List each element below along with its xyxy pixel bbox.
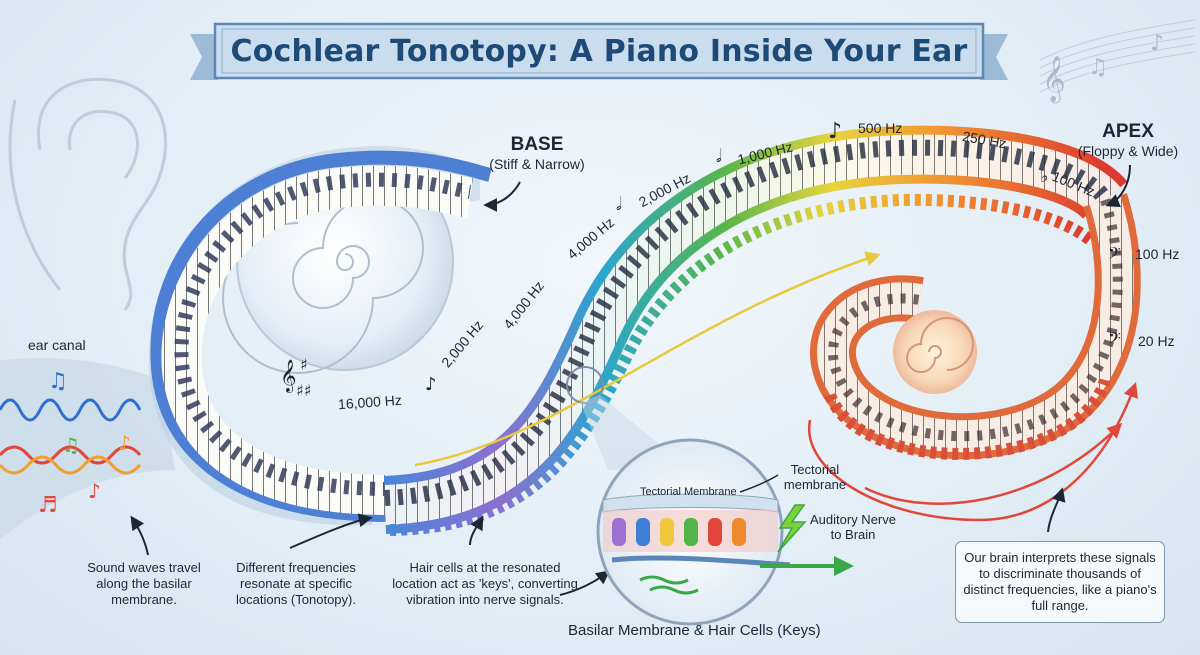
base-title: BASE (510, 134, 564, 155)
zoom-marker (566, 366, 604, 404)
treble-clef-icon: 𝄞 (280, 359, 297, 393)
apex-subtitle: (Floppy & Wide) (1077, 143, 1179, 159)
caption-pointer-arrow (469, 515, 484, 546)
base-subtitle: (Stiff & Narrow) (489, 156, 585, 172)
basilar-keyboard (149, 125, 1141, 536)
music-note-icon: ♬ (38, 493, 58, 518)
auditory-nerve-label: Auditory Nerve to Brain (810, 512, 896, 542)
tectorial-membrane-inner-label: Tectorial Membrane (640, 486, 737, 498)
sound-wave-icon (0, 398, 142, 475)
bass-clef-icon: 𝄢 (1108, 243, 1121, 267)
sharp-icon: ♯♯ (296, 381, 311, 400)
caption-tonotopy: Different frequencies resonate at specif… (236, 560, 356, 607)
title-banner (190, 22, 1008, 80)
music-note-icon: ♪ (425, 374, 437, 395)
page-title: Cochlear Tonotopy: A Piano Inside Your E… (230, 33, 968, 69)
inset-caption: Basilar Membrane & Hair Cells (Keys) (568, 622, 821, 639)
base-pointer-arrow (483, 181, 521, 212)
music-staff-decoration (1039, 19, 1196, 93)
freq-label: 20 Hz (1138, 333, 1175, 349)
treble-clef-icon: 𝄞 (1042, 56, 1066, 104)
ear-canal (0, 358, 175, 540)
music-note-icon: 𝅗𝅥 (716, 146, 722, 167)
freq-label: 100 Hz (1135, 246, 1180, 262)
caption-pointer-arrow (289, 513, 373, 549)
caption-sound-waves: Sound waves travel along the basilar mem… (87, 560, 201, 607)
music-note-icon: ♪ (828, 119, 842, 144)
caption-brain-text: Our brain interprets these signals to di… (963, 550, 1157, 613)
flow-arrow (864, 422, 1123, 505)
music-note-icon: ♪ (88, 479, 101, 503)
tectorial-membrane-label: Tectorial membrane (783, 462, 847, 492)
ear-icon (8, 77, 168, 311)
ear-canal-label: ear canal (28, 337, 86, 353)
flow-arrow (807, 382, 1138, 522)
music-note-icon: ♪ (118, 431, 131, 455)
freq-label: 500 Hz (858, 120, 903, 136)
music-note-icon: ♪ (1150, 31, 1164, 56)
hair-cell-inset (596, 438, 791, 626)
bass-clef-icon: 𝄢 (1108, 328, 1121, 352)
caption-pointer-arrow (559, 570, 611, 596)
caption-pointer-arrow (130, 515, 149, 556)
base-label: BASE (Stiff & Narrow) (472, 134, 602, 172)
music-note-icon: ♫ (1088, 55, 1108, 80)
sharp-icon: ♯ (300, 355, 308, 374)
music-note-icon: ♫ (48, 369, 68, 394)
apex-pointer-arrow (1105, 164, 1131, 208)
music-note-icon: 𝅗𝅥 (616, 194, 622, 215)
caption-hair-cells: Hair cells at the resonated location act… (392, 560, 578, 607)
apex-label: APEX (Floppy & Wide) (1068, 121, 1188, 159)
music-note-icon: ♫ (62, 433, 80, 457)
flat-icon: ♭ (1040, 166, 1049, 187)
flow-arrow (414, 251, 881, 467)
tectorial-pointer (739, 474, 779, 493)
apex-title: APEX (1102, 121, 1154, 142)
lightning-icon (777, 504, 807, 553)
caption-pointer-arrow (1047, 487, 1066, 533)
caption-brain: Our brain interprets these signals to di… (955, 541, 1165, 623)
